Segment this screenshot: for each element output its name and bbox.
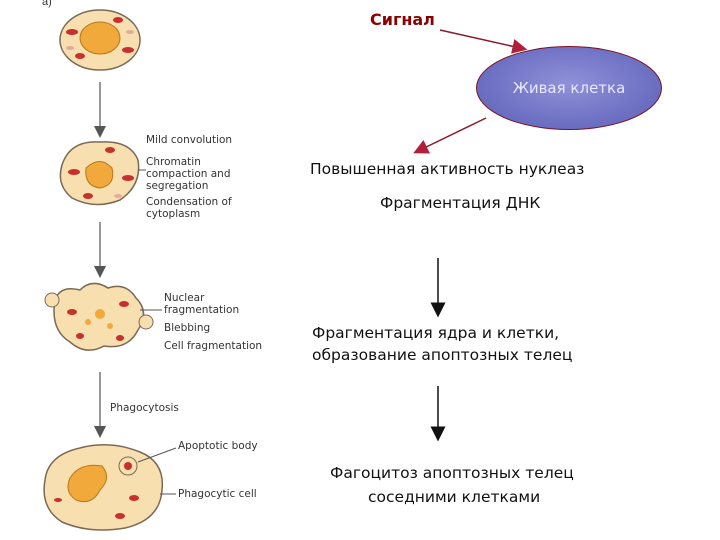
annotation-apoptotic-body: Apoptotic body [178, 440, 258, 452]
step-fragmentation-line2: образование апоптозных телец [312, 346, 573, 364]
step-nuclease-activity: Повышенная активность нуклеаз [310, 160, 585, 178]
annotation-condensation-1: Condensation of [146, 196, 232, 208]
annotation-phagocytosis: Phagocytosis [110, 402, 179, 414]
shrinking-cell [59, 141, 140, 206]
annotation-cell-fragmentation: Cell fragmentation [164, 340, 263, 352]
living-cell-label: Живая клетка [512, 79, 626, 97]
signal-label: Сигнал [370, 10, 435, 29]
annotation-nuclear-2: fragmentation [164, 304, 240, 316]
cell-to-nuclease-arrow [413, 117, 487, 154]
annotation-condensation-2: cytoplasm [146, 208, 201, 220]
phagocytic-cell [43, 444, 164, 531]
step-fragmentation-line1: Фрагментация ядра и клетки, [312, 324, 560, 342]
annotation-phagocytic-cell: Phagocytic cell [178, 488, 257, 500]
annotation-chromatin-3: segregation [146, 180, 209, 192]
annotation-blebbing: Blebbing [164, 322, 211, 334]
annotation-chromatin-2: compaction and [146, 168, 231, 180]
annotation-chromatin-1: Chromatin [146, 156, 201, 168]
living-cell-ellipse: Живая клетка [476, 46, 662, 130]
annotation-nuclear-1: Nuclear [164, 292, 205, 304]
signal-arrow [439, 29, 528, 54]
step-phagocytosis-line1: Фагоцитоз апоптозных телец [330, 464, 574, 482]
annotation-mild-convolution: Mild convolution [146, 134, 233, 146]
figure-label: a) [42, 0, 52, 8]
step-phagocytosis-line2: соседними клетками [368, 488, 541, 506]
normal-cell [59, 9, 141, 71]
step-dna-fragmentation: Фрагментация ДНК [380, 194, 541, 212]
fragmenting-cell [44, 282, 154, 351]
